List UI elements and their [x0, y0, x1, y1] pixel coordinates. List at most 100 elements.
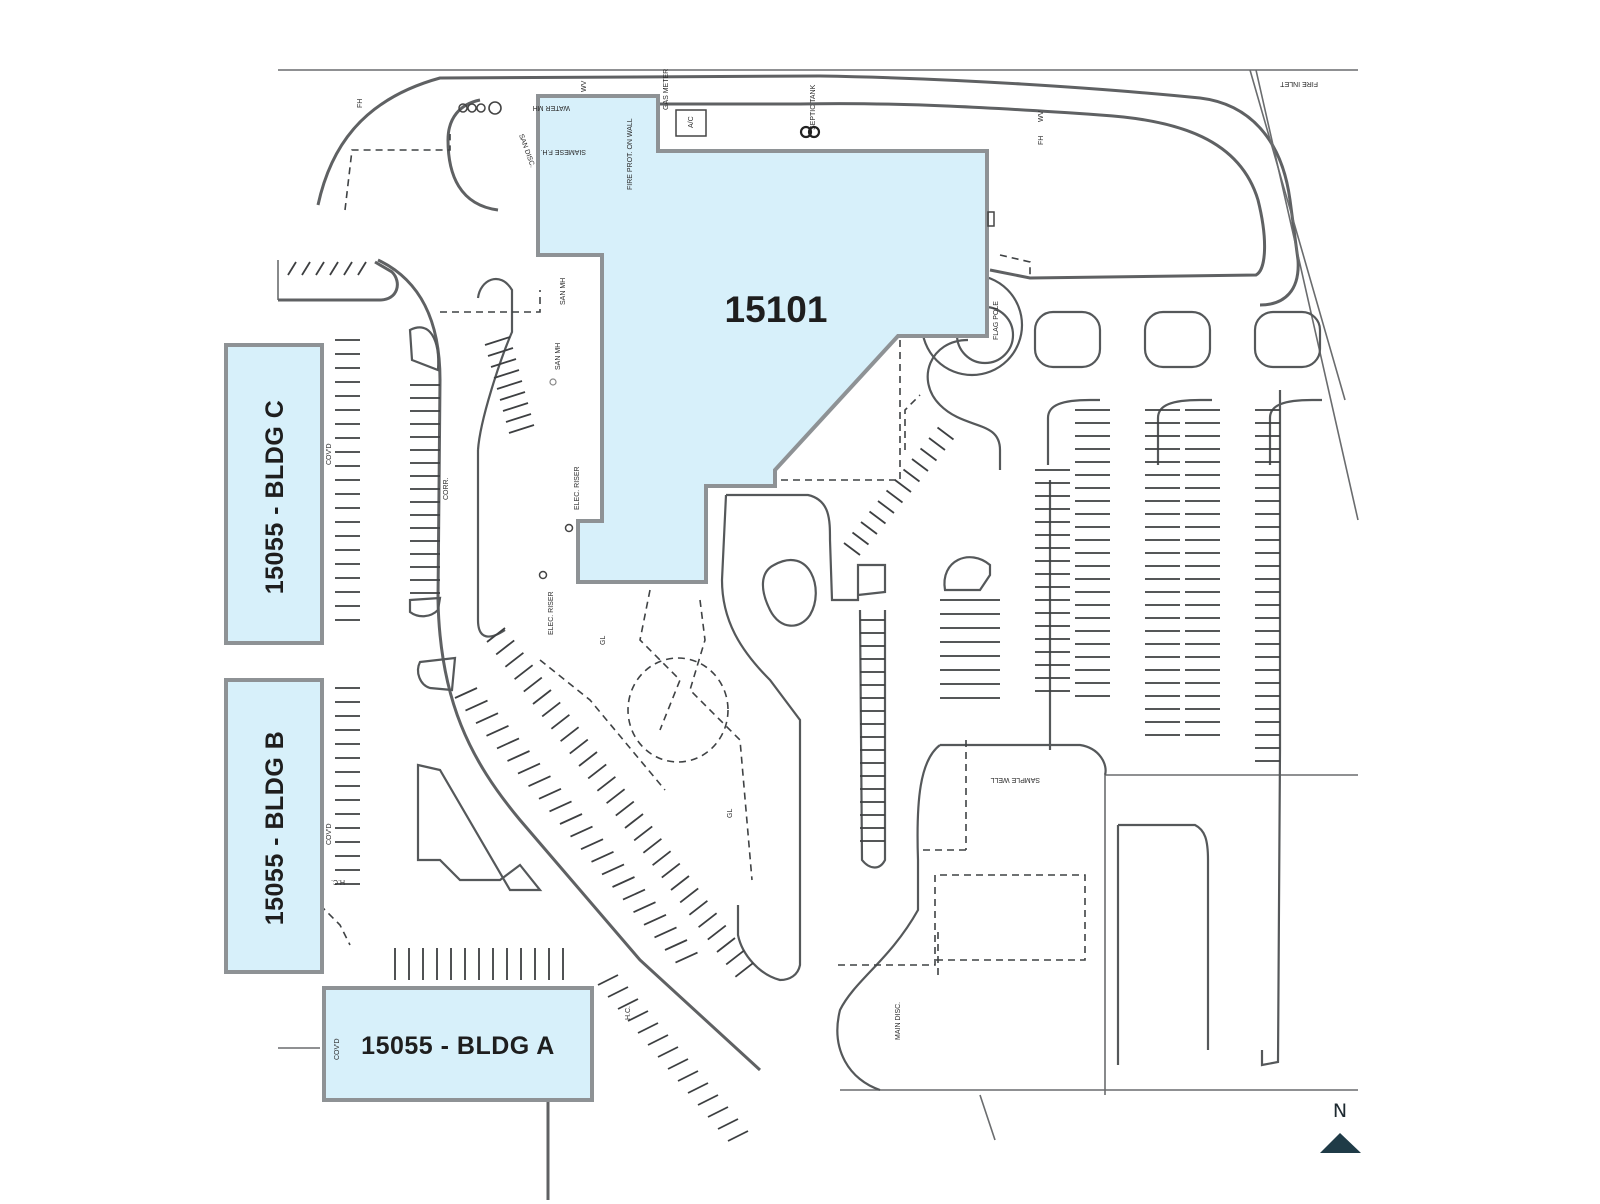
parking-stall-line — [587, 763, 607, 780]
parking-stall-line — [578, 751, 598, 767]
parking-stall-line — [617, 998, 639, 1010]
parking-stall-line — [928, 437, 946, 451]
parking-stall-line — [315, 261, 325, 276]
parking-stall-line — [538, 787, 562, 800]
parking-stall-line — [734, 962, 754, 978]
parking-stall-line — [559, 813, 583, 825]
parking-stall-line — [329, 261, 339, 276]
parking-stall-line — [550, 714, 570, 730]
parking-stall-line — [601, 863, 625, 876]
parking-stalls — [287, 261, 1280, 1142]
parking-stall-line — [532, 689, 552, 705]
parking-stall-line — [654, 926, 677, 939]
fire-prot-label: FIRE PROT. ON WALL — [627, 118, 634, 190]
north-arrow-icon — [1320, 1133, 1361, 1153]
parking-stall-line — [343, 261, 353, 276]
parking-stall-line — [484, 336, 511, 346]
parking-stall-line — [580, 838, 604, 851]
building-15055-a-label: 15055 - BLDG A — [361, 1032, 555, 1060]
parking-stall-line — [486, 627, 506, 643]
parking-stall-line — [454, 687, 478, 699]
parking-stall-line — [490, 358, 517, 368]
parking-stall-line — [597, 974, 619, 986]
parking-stall-line — [496, 380, 523, 390]
fh-label-2: FH — [1038, 136, 1045, 145]
parking-stall-line — [707, 924, 727, 941]
parking-stall-line — [843, 542, 861, 556]
parking-stall-line — [627, 1010, 649, 1022]
parking-stall-line — [570, 825, 593, 838]
parking-stall-line — [505, 413, 532, 423]
main-disc-label: MAIN DISC. — [895, 1002, 902, 1040]
road-network — [277, 69, 1359, 1200]
sample-well-label: SAMPLE WELL — [990, 776, 1040, 783]
building-15101[interactable] — [536, 94, 989, 584]
parking-stall-line — [885, 489, 904, 504]
building-15055-b[interactable] — [224, 678, 324, 974]
parking-stall-line — [643, 913, 667, 926]
parking-stall-line — [698, 912, 718, 928]
parking-stall-line — [687, 1082, 709, 1094]
parking-stall-line — [725, 949, 745, 966]
parking-stall-line — [465, 699, 488, 712]
parking-stall-line — [697, 1094, 719, 1106]
gl-label-2: GL — [727, 809, 734, 818]
building-15055-c[interactable] — [224, 343, 324, 645]
parking-stall-line — [508, 424, 535, 434]
parking-stall-line — [517, 762, 541, 775]
parking-stall-line — [507, 750, 530, 762]
parking-stall-line — [652, 850, 672, 866]
parking-stall-line — [475, 712, 499, 725]
parking-stall-line — [919, 447, 938, 462]
ac-label: A/C — [688, 116, 695, 128]
parking-stall-line — [657, 1046, 679, 1058]
parking-stall-line — [502, 402, 529, 412]
parking-stall-line — [514, 664, 534, 680]
parking-stall-line — [642, 838, 662, 854]
buildings — [224, 94, 989, 1102]
parking-stall-line — [637, 1022, 659, 1034]
parking-stall-line — [860, 521, 878, 535]
corr-label: CORR. — [443, 477, 450, 500]
covd-label-1: COV'D — [326, 443, 333, 465]
parking-stall-line — [936, 426, 955, 441]
parking-stall-line — [301, 261, 311, 276]
parking-stall-line — [499, 391, 526, 401]
san-mh-label-2: SAN MH — [555, 343, 562, 370]
parking-stall-line — [607, 986, 629, 998]
utility-lines — [319, 134, 1086, 975]
parking-stall-line — [495, 639, 515, 656]
parking-stall-line — [569, 738, 589, 755]
parking-stall-line — [493, 369, 520, 379]
elec-riser-label-2: ELEC. RISER — [548, 591, 555, 635]
parking-stall-line — [675, 951, 698, 964]
parking-stall-line — [487, 347, 514, 357]
parking-stall-line — [877, 500, 895, 514]
parking-stall-line — [357, 261, 367, 276]
parking-stall-line — [624, 813, 644, 829]
parking-stall-line — [504, 652, 524, 668]
parking-stall-line — [677, 1070, 699, 1082]
fh-label-1: FH — [357, 99, 364, 108]
parking-stall-line — [661, 862, 681, 879]
north-label: N — [1333, 1100, 1347, 1122]
elec-riser-label-1: ELEC. RISER — [574, 466, 581, 510]
wv-label-1: WV — [581, 80, 588, 92]
gas-meter-label: GAS METER — [663, 69, 670, 110]
parking-stall-line — [523, 676, 543, 693]
parking-stall-line — [679, 887, 699, 904]
parking-stall-line — [670, 875, 690, 891]
parking-stall-line — [727, 1130, 749, 1142]
parking-stall-line — [911, 458, 929, 472]
parking-stall-line — [591, 850, 614, 863]
building-15101-label: 15101 — [725, 289, 828, 330]
parking-stall-line — [894, 479, 912, 493]
parking-stall-line — [851, 531, 870, 546]
parking-stall-line — [902, 468, 921, 483]
building-15055-a[interactable] — [322, 986, 594, 1102]
parking-stall-line — [496, 737, 520, 750]
parking-stall-line — [615, 800, 635, 817]
parking-stall-line — [541, 701, 561, 718]
building-15055-b-label: 15055 - BLDG B — [261, 731, 289, 926]
